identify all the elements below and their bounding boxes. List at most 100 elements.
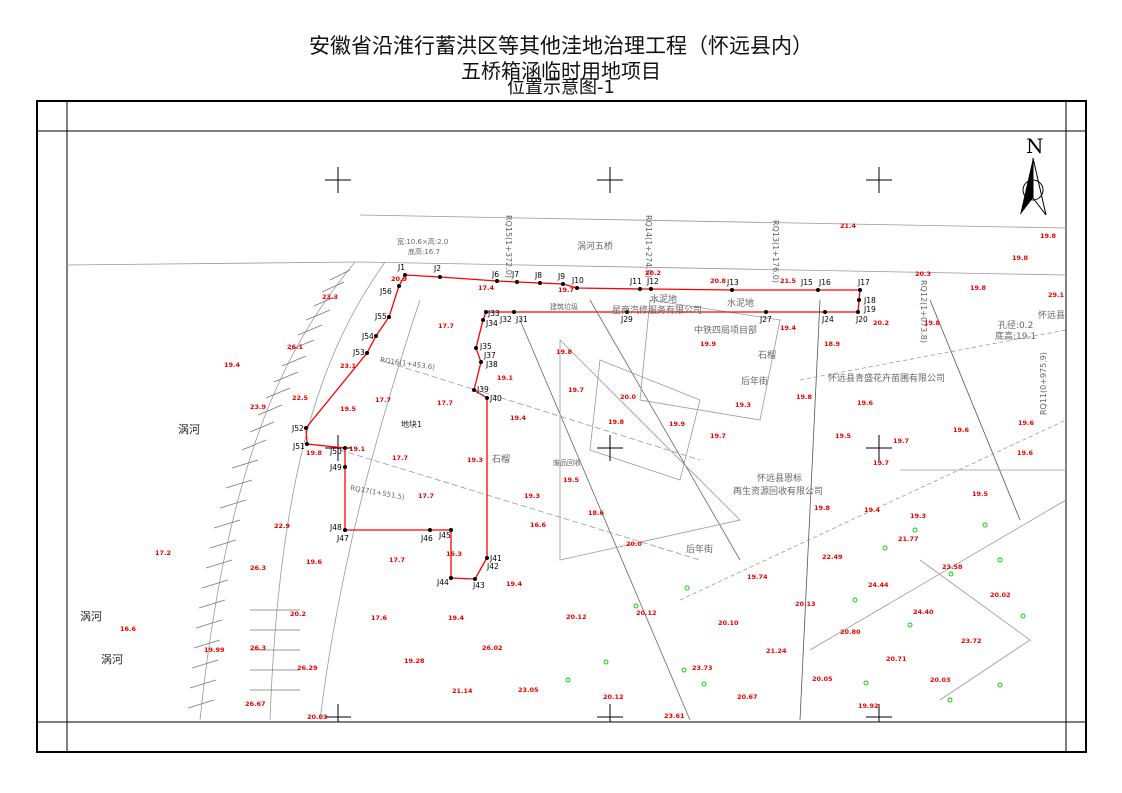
map-labels: 涡河五桥 宽:10.6×高:2.0 底高:16.7 孔径:0.2 底高:19.1… [80,215,1065,666]
elevation-label: 22.9 [274,522,291,530]
elevation-label: 19.5 [563,476,580,484]
vertex-label: J10 [571,276,584,285]
elevation-label: 19.1 [497,374,514,382]
vertex-label: J31 [515,315,528,324]
elevation-label: 19.9 [669,420,686,428]
elevation-label: 19.7 [893,437,909,445]
elevation-label: 19.3 [910,512,926,520]
elevation-label: 19.8 [814,504,831,512]
vertex-label: J45 [438,531,451,540]
elevation-label: 17.6 [371,614,388,622]
elevation-label: 19.92 [858,702,879,710]
vertex-label: J39 [476,385,489,394]
elevation-label: 26.1 [287,343,304,351]
elevation-label: 21.77 [898,535,919,543]
elevation-label: 19.5 [835,432,852,440]
elevation-label: 20.10 [718,619,739,627]
elevation-label: 20.03 [930,676,951,684]
vertex-label: J34 [485,319,498,328]
street-label: 后年街 [741,375,768,387]
north-arrow-icon [1020,157,1047,216]
elevation-label: 20.8 [710,277,727,285]
elevation-label: 19.8 [1012,254,1029,262]
elevation-label: 19.7 [710,432,726,440]
vertex-label: J52 [291,424,304,433]
elevation-label: 24.44 [868,581,889,589]
elevation-label: 19.6 [857,399,874,407]
elevation-label: 19.74 [747,573,768,581]
vertex-label: J44 [436,578,449,587]
elevation-label: 26.3 [250,644,266,652]
elevation-label: 20.67 [737,693,758,701]
company-label: 中铁四局项目部 [694,324,757,336]
hole-bottom-label: 底高:19.1 [995,330,1036,342]
company-label: 怀远县青盛花卉苗圃有限公司 [828,372,945,384]
map-title: 安徽省沿淮行蓄洪区等其他洼地治理工程（怀远县内） [309,34,813,58]
vertex-label: J50 [329,447,342,456]
elevation-label: 19.6 [306,558,323,566]
section-label: RQ15(1+372.0) [504,215,513,278]
elevation-label: 20.05 [812,675,833,683]
recycle-label: 废品回收 [553,458,581,467]
elevation-label: 23.61 [664,712,685,720]
elevation-label: 19.8 [796,393,813,401]
elevation-label: 20.3 [915,270,931,278]
vertex-label: J54 [361,332,374,341]
orchard-label: 石榴 [492,453,510,465]
vertex-label: J19 [863,305,876,314]
outer-frame [36,100,1087,753]
vertex-label: J12 [646,277,659,286]
vertex-label: J48 [329,523,342,532]
elevation-label: 17.7 [389,556,405,564]
elevation-label: 19.9 [700,340,717,348]
vertex-label: J29 [620,315,633,324]
elevation-label: 20.0 [626,540,643,548]
elevation-label: 23.05 [518,686,539,694]
elevation-label: 20.71 [886,655,907,663]
section-label: RQ12(1+073.8) [919,280,928,343]
vertex-label: J49 [329,463,342,472]
vertex-label: J7 [511,270,519,279]
elevation-label: 19.1 [349,445,366,453]
boundary-vertices [304,273,862,581]
elevation-label: 19.6 [1018,419,1035,427]
elevation-label: 19.7 [568,386,584,394]
culvert-bottom-label: 底高:16.7 [408,247,440,256]
elevation-label: 22.5 [292,394,309,402]
vertex-labels: J1 J2 J6 J7 J8 J9 J10 J11 J12 J13 J15 J1… [291,263,876,590]
elevation-label: 26.02 [482,644,503,652]
elevation-label: 24.40 [913,608,934,616]
land-boundary [305,274,861,580]
elevation-label: 21.4 [840,222,857,230]
vertex-label: J24 [821,315,834,324]
vertex-label: J9 [557,272,565,281]
section-label: RQ14(1+274.0) [644,215,653,278]
elevation-label: 21.5 [780,277,797,285]
vertex-label: J18 [863,296,876,305]
river-label: 涡河 [101,653,123,666]
elevation-label: 19.8 [970,284,987,292]
elevation-label: 17.7 [392,454,408,462]
elevation-label: 19.4 [780,324,797,332]
elevation-label: 19.7 [873,459,889,467]
elevation-label: 26.3 [250,564,266,572]
orchard-label: 石榴 [758,349,776,361]
elevation-label: 19.3 [467,456,483,464]
elevation-label: 19.4 [510,414,527,422]
map-sheet-name: 位置示意图-1 [507,77,615,98]
vertex-label: J46 [420,534,433,543]
elevation-label: 23.72 [961,637,982,645]
vertex-label: J40 [489,394,502,403]
elevation-label: 17.7 [438,322,454,330]
garbage-label: 建筑垃圾 [550,302,578,311]
company-label: 怀远县恩标 [757,472,802,484]
elevation-label: 19.28 [404,657,425,665]
street-label: 后年街 [686,543,713,555]
north-label: N [1026,134,1044,158]
vertex-label: J43 [472,581,485,590]
vertex-label: J16 [818,278,831,287]
tree-symbols [565,522,1026,703]
elevation-label: 19.8 [924,319,941,327]
elevation-label: 29.1 [1048,291,1065,299]
elevation-label: 20.80 [840,628,861,636]
